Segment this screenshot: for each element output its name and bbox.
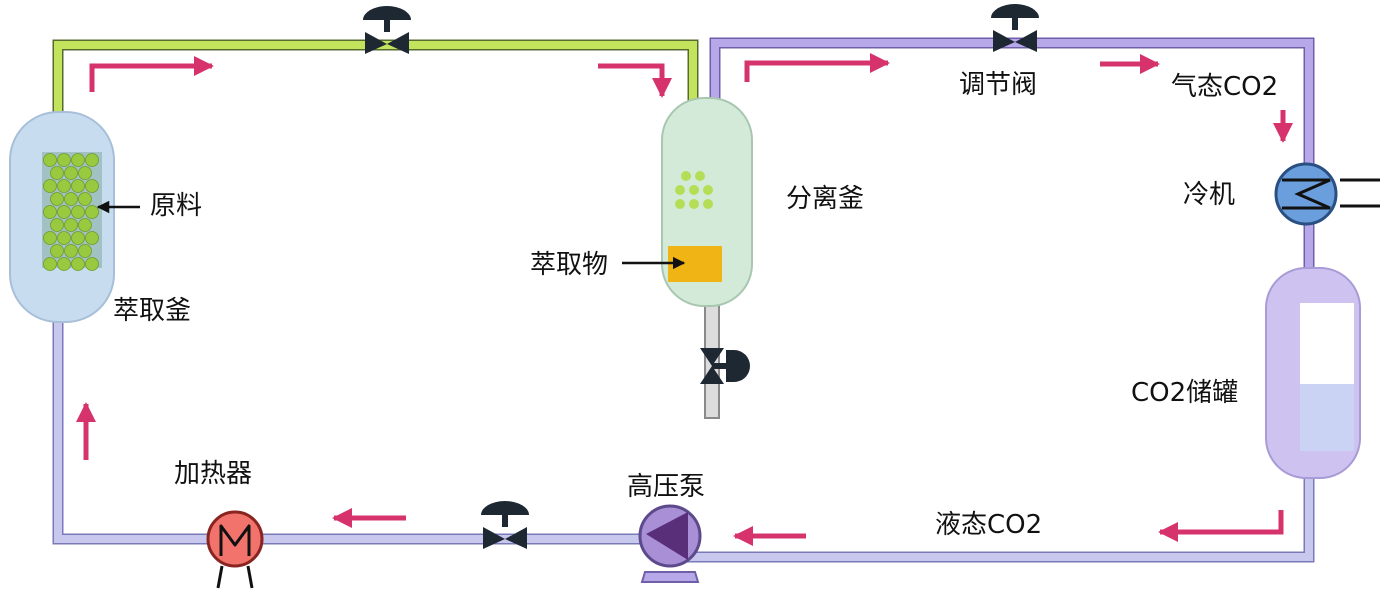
motor-m-icon [206,510,264,589]
material-bead [50,166,64,180]
material-bead [57,231,71,245]
material-bead [78,218,92,232]
material-bead [85,257,99,271]
separation-kettle [661,97,753,307]
material-bead [78,244,92,258]
material-bead [78,166,92,180]
label-separation-kettle: 分离釜 [786,184,865,214]
material-bead [71,231,85,245]
material-bead [50,218,64,232]
material-bead [71,153,85,167]
material-bead [43,231,57,245]
flow-arrow [744,53,890,82]
flow-arrow [1158,510,1284,542]
label-extraction-kettle: 萃取釜 [113,296,192,326]
lavender-pipe-bottom [660,460,1315,563]
label-co2-tank: CO2储罐 [1131,378,1239,408]
pump-icon [638,504,702,583]
label-raw-material: 原料 [150,191,203,221]
material-bead [43,179,57,193]
material-bead [57,205,71,219]
material-bead [57,153,71,167]
label-chiller: 冷机 [1183,180,1236,210]
material-bead [85,231,99,245]
material-bead [57,257,71,271]
material-bead [64,192,78,206]
material-bead [43,205,57,219]
label-liquid-co2: 液态CO2 [935,510,1043,540]
heat-exchanger-icon [1274,162,1380,226]
green-pipe [52,39,699,168]
material-bead [71,257,85,271]
material-bead [50,244,64,258]
material-bead [78,192,92,206]
label-gas-co2: 气态CO2 [1171,72,1279,102]
raw-material-beads [43,153,99,271]
label-extract: 萃取物 [530,250,609,280]
material-bead [64,166,78,180]
valve-icon [363,6,411,54]
material-bead [57,179,71,193]
flow-arrow [598,63,672,98]
material-bead [64,244,78,258]
flow-arrow [89,56,214,92]
label-heater: 加热器 [174,459,253,489]
material-bead [43,257,57,271]
co2-storage-tank [1265,267,1361,479]
label-regulating-valve: 调节阀 [959,70,1038,100]
material-bead [50,192,64,206]
material-bead [43,153,57,167]
label-high-pressure-pump: 高压泵 [627,472,706,502]
material-bead [85,179,99,193]
valve-icon [700,348,750,384]
material-bead [71,179,85,193]
material-bead [85,205,99,219]
valve-icon [991,4,1039,52]
material-bead [64,218,78,232]
material-bead [71,205,85,219]
material-bead [85,153,99,167]
valve-icon [481,501,529,549]
